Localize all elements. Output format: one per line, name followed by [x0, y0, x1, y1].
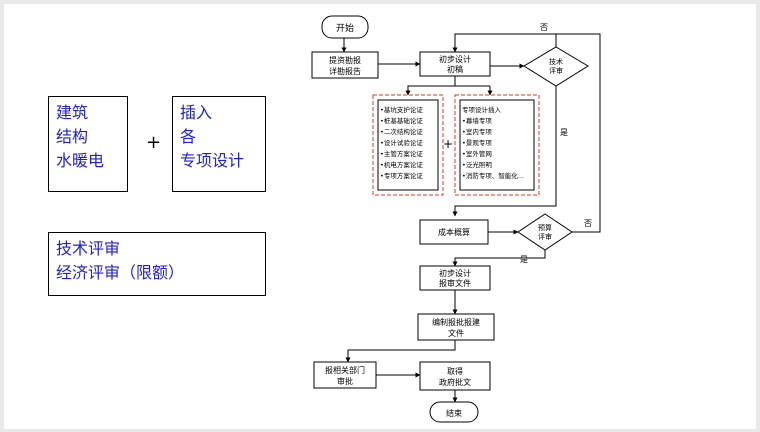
slide-border-left [0, 0, 4, 432]
prelim-design-label: 初稿 [447, 64, 463, 74]
prelim-review-docs-label: 报审文件 [439, 278, 471, 288]
dept-approval-label: 审批 [337, 376, 353, 386]
special-design-item: •泛光照明 [462, 160, 492, 169]
special-design-line: 各 [180, 127, 197, 146]
optimization-item: •机电方案论证 [380, 160, 423, 169]
optimization-list-box [377, 99, 439, 191]
dept-approval-node [313, 361, 377, 389]
optimization-item: •二次结构论证 [380, 127, 423, 136]
submit-docs-node [417, 313, 495, 341]
econ-review-label: 评审 [538, 232, 552, 241]
cost-estimate-node [419, 219, 489, 245]
no-label-right: 否 [584, 219, 592, 228]
end-node [429, 401, 479, 423]
yes-label-2: 是 [520, 255, 528, 264]
submit-docs-label: 文件 [448, 328, 464, 338]
special-design-item: •室内专项 [462, 127, 492, 136]
flow-plus-sign: + [443, 137, 453, 151]
special-design-item: •消防专项、智能化... [462, 171, 524, 180]
special-design-item: •幕墙专项 [462, 116, 492, 125]
govt-reply-node [419, 361, 491, 391]
disciplines-box: 建筑 结构 水暖电 [48, 96, 128, 192]
govt-reply-label: 取得 [447, 366, 463, 376]
tech-review-label: 技术 [549, 57, 563, 66]
tech-review-label: 评审 [549, 66, 563, 75]
optimization-item: •设计试验论证 [380, 138, 423, 147]
govt-reply-label: 政府批文 [439, 377, 471, 387]
prelim-design-label: 初步设计 [439, 54, 471, 64]
input-docs-node [311, 51, 379, 79]
start-node [321, 15, 369, 39]
prelim-review-docs-node [419, 265, 491, 291]
yes-label-1: 是 [560, 128, 568, 137]
review-line: 技术评审 [56, 239, 121, 258]
special-design-group [454, 94, 540, 196]
start-label: 开始 [336, 22, 354, 34]
submit-docs-label: 编制报批报建 [432, 317, 480, 327]
review-line: 经济评审（限额） [56, 263, 185, 282]
slide-border-bottom [0, 429, 760, 432]
tech-review-decision [523, 46, 589, 87]
discipline-line: 建筑 [56, 103, 89, 122]
special-design-list-box [459, 99, 535, 191]
special-design-item: •室外管网 [462, 149, 492, 158]
optimization-item: •专项方案论证 [380, 171, 423, 180]
cost-estimate-label: 成本概算 [438, 227, 470, 237]
special-design-list: 专项设计插入 •幕墙专项 •室内专项 •景观专项 •室外管网 •泛光照明 •消防… [462, 105, 524, 180]
special-design-item: •景观专项 [462, 138, 492, 147]
discipline-line: 水暖电 [56, 151, 105, 170]
input-docs-label: 提资勘报 [329, 55, 361, 65]
optimization-item: •主管方案论证 [380, 149, 423, 158]
dept-approval-label: 报相关部门 [325, 365, 365, 375]
special-design-line: 插入 [180, 103, 213, 122]
special-design-item: 专项设计插入 [462, 105, 502, 114]
plus-sign: + [146, 132, 162, 153]
optimization-item: •基坑支护论证 [380, 105, 423, 114]
end-label: 结束 [446, 408, 462, 418]
econ-review-label: 预算 [538, 223, 552, 232]
review-box: 技术评审 经济评审（限额） [48, 232, 266, 296]
discipline-line: 结构 [56, 127, 89, 146]
slide-border-top [0, 0, 760, 4]
optimization-list: •基坑支护论证 •桩基基础论证 •二次结构论证 •设计试验论证 •主管方案论证 … [380, 105, 423, 180]
optimization-item: •桩基基础论证 [380, 116, 423, 125]
special-design-line: 专项设计 [180, 151, 245, 170]
input-docs-label: 详勘报告 [329, 66, 361, 76]
prelim-design-node [419, 51, 491, 77]
prelim-review-docs-label: 初步设计 [439, 268, 471, 278]
slide-border-right [756, 0, 760, 432]
special-design-box: 插入 各 专项设计 [172, 96, 266, 192]
no-label-top: 否 [540, 23, 548, 32]
optimization-group [372, 94, 444, 196]
econ-review-decision [517, 213, 573, 251]
